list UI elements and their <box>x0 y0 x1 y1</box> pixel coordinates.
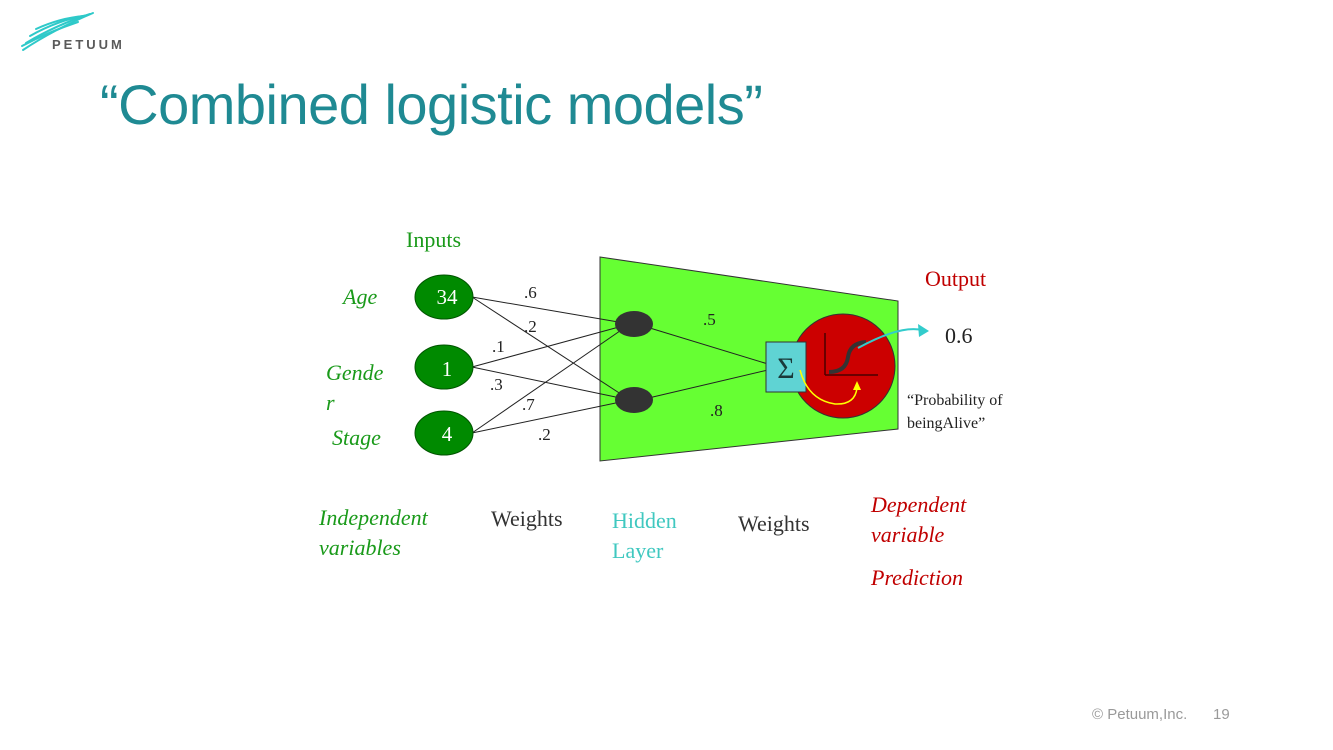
input-node-gender <box>414 344 474 390</box>
output-caption-line2: beingAlive” <box>907 415 986 432</box>
petuum-logo-icon <box>21 12 94 51</box>
weight-age-h2: .2 <box>524 317 537 336</box>
independent-line1: Independent <box>319 505 428 530</box>
input-label-gender-line1: Gende <box>326 360 384 385</box>
edge-h1-sum <box>639 324 769 365</box>
edge-stage-h1 <box>471 323 631 434</box>
weights-label-2: Weights <box>738 511 810 536</box>
input-label-stage: Stage <box>332 425 381 450</box>
input-label-gender-line2: r <box>326 390 335 415</box>
input-connections <box>471 296 631 434</box>
input-value-stage: 4 <box>442 422 453 446</box>
input-node-age <box>414 274 474 320</box>
dependent-line2: variable <box>871 522 945 547</box>
hidden-node-1 <box>615 311 653 337</box>
independent-variables-label: Independent variables <box>319 503 428 563</box>
edge-age-h2 <box>471 296 631 401</box>
edge-gender-h1 <box>471 323 631 368</box>
inputs-heading: Inputs <box>406 227 461 252</box>
dependent-line1: Dependent <box>871 492 967 517</box>
weight-stage-h1: .7 <box>522 395 535 414</box>
hidden-layer-label: Hidden Layer <box>612 506 677 566</box>
input-label-gender: Gende r <box>326 358 383 418</box>
hidden-line1: Hidden <box>612 508 677 533</box>
input-value-gender: 1 <box>442 357 453 381</box>
independent-line2: variables <box>319 535 401 560</box>
output-caption-line1: “Probability of <box>907 392 1003 409</box>
slide-title: “Combined logistic models” <box>100 73 763 136</box>
dependent-variable-label: Dependent variable <box>871 490 966 550</box>
sum-symbol: Σ <box>777 352 794 385</box>
hidden-line2: Layer <box>612 538 664 563</box>
weight-h2-sum: .8 <box>710 401 723 420</box>
output-caption: “Probability of beingAlive” <box>907 389 1003 435</box>
weight-gender-h1: .1 <box>492 337 505 356</box>
output-value: 0.6 <box>945 323 973 348</box>
edge-age-h1 <box>471 296 631 325</box>
prediction-label: Prediction <box>871 565 964 590</box>
edge-gender-h2 <box>471 366 631 401</box>
output-heading: Output <box>925 266 987 291</box>
output-arrow <box>857 328 923 349</box>
footer-copyright: © Petuum,Inc. <box>1092 706 1188 723</box>
sigmoid-icon <box>824 333 878 376</box>
weight-stage-h2: .2 <box>538 425 551 444</box>
sum-box <box>765 341 807 393</box>
weight-h1-sum: .5 <box>703 310 716 329</box>
weight-gender-h2: .3 <box>490 375 503 394</box>
yellow-arrow <box>799 369 858 405</box>
input-label-age: Age <box>343 284 378 309</box>
logo-text: PETUUM <box>52 37 125 52</box>
page-number: 19 <box>1213 706 1230 723</box>
weights-label-1: Weights <box>491 506 563 531</box>
edge-h2-sum <box>639 369 769 401</box>
input-value-age: 34 <box>437 285 459 309</box>
hidden-node-2 <box>615 387 653 413</box>
input-node-stage <box>414 410 474 456</box>
weight-age-h1: .6 <box>524 283 537 302</box>
edge-stage-h2 <box>471 399 631 434</box>
